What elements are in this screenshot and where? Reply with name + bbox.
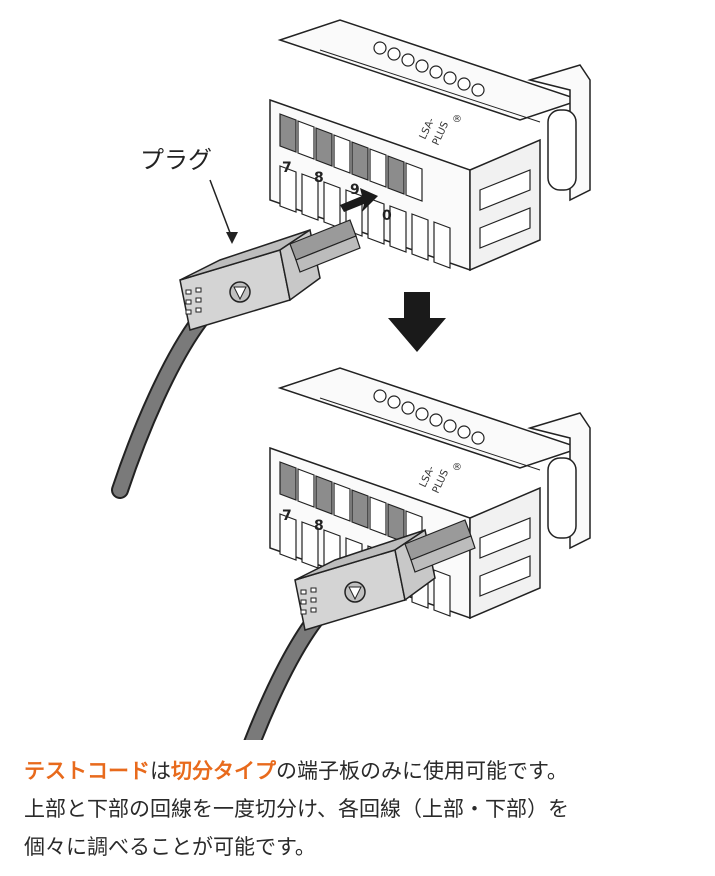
plug-pointer-line (209, 179, 233, 239)
caption: テストコードは切分タイプの端子板のみに使用可能です。 上部と下部の回線を一度切分… (24, 752, 704, 866)
caption-line-1: テストコードは切分タイプの端子板のみに使用可能です。 (24, 752, 704, 790)
registered-mark-bottom: ® (452, 462, 462, 473)
caption-line-1-rest: の端子板のみに使用可能です。 (276, 759, 568, 783)
insertion-arrow (340, 188, 378, 212)
terminal-number-7-bottom: 7 (282, 508, 292, 524)
caption-test-cord: テストコード (24, 759, 150, 783)
terminal-number-7: 7 (282, 160, 292, 176)
caption-cut-type: 切分タイプ (171, 759, 276, 783)
terminal-number-0: 0 (382, 208, 392, 224)
caption-line-2: 上部と下部の回線を一度切分け、各回線（上部・下部）を (24, 797, 569, 821)
terminal-number-8-bottom: 8 (314, 518, 324, 534)
caption-particle-wa: は (150, 759, 171, 783)
test-cord-illustration: 7 8 9 0 LSA- PLUS ® プラグ 7 8 LSA- PLUS ® (0, 19, 591, 740)
caption-line-3: 個々に調べることが可能です。 (24, 835, 316, 859)
terminal-number-8: 8 (314, 170, 324, 186)
terminal-number-9: 9 (350, 182, 360, 198)
plug-pointer-arrowhead (226, 232, 238, 244)
registered-mark: ® (452, 114, 462, 125)
down-arrow-icon (388, 292, 446, 352)
plug-label: プラグ (140, 146, 212, 174)
